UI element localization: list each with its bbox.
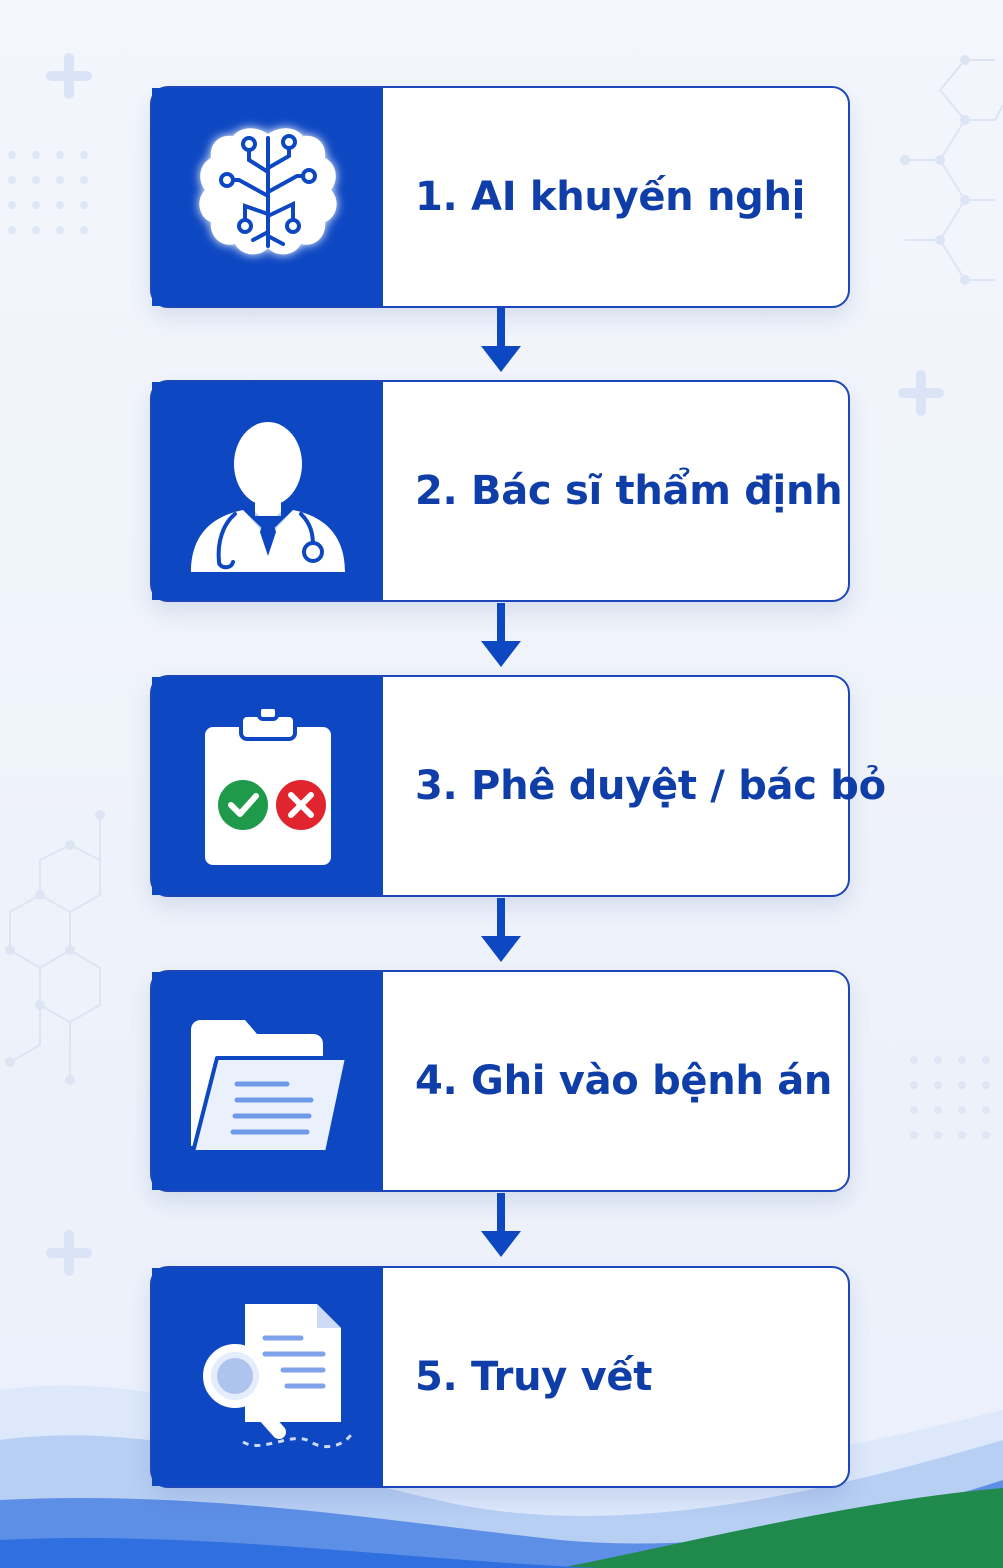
- step-4-label: 4. Ghi vào bệnh án: [415, 1058, 833, 1104]
- brain-circuit-icon: [198, 128, 337, 255]
- clipboard-approve-reject-icon: [204, 705, 331, 865]
- step-4-icon-panel: [152, 972, 383, 1190]
- step-5-label: 5. Truy vết: [415, 1354, 653, 1400]
- step-5-traceability: 5. Truy vết: [150, 1266, 850, 1488]
- arrow-down-icon: [481, 898, 521, 962]
- arrow-down-icon: [481, 308, 521, 372]
- doctor-icon: [190, 422, 345, 572]
- arrow-down-icon: [481, 603, 521, 667]
- step-2-label: 2. Bác sĩ thẩm định: [415, 468, 843, 514]
- step-3-approve-reject: 3. Phê duyệt / bác bỏ: [150, 675, 886, 897]
- step-5-icon-panel: [152, 1268, 383, 1486]
- step-4-medical-record: 4. Ghi vào bệnh án: [150, 970, 850, 1192]
- step-3-label: 3. Phê duyệt / bác bỏ: [415, 763, 886, 809]
- step-1-ai-recommendation: 1. AI khuyến nghị: [150, 86, 850, 308]
- step-3-icon-panel: [152, 677, 383, 895]
- step-1-label: 1. AI khuyến nghị: [415, 174, 806, 220]
- step-1-icon-panel: [152, 88, 383, 306]
- step-2-doctor-review: 2. Bác sĩ thẩm định: [150, 380, 850, 602]
- folder-record-icon: [190, 1020, 349, 1154]
- step-2-icon-panel: [152, 382, 383, 600]
- document-search-icon: [202, 1304, 354, 1449]
- arrow-down-icon: [481, 1193, 521, 1257]
